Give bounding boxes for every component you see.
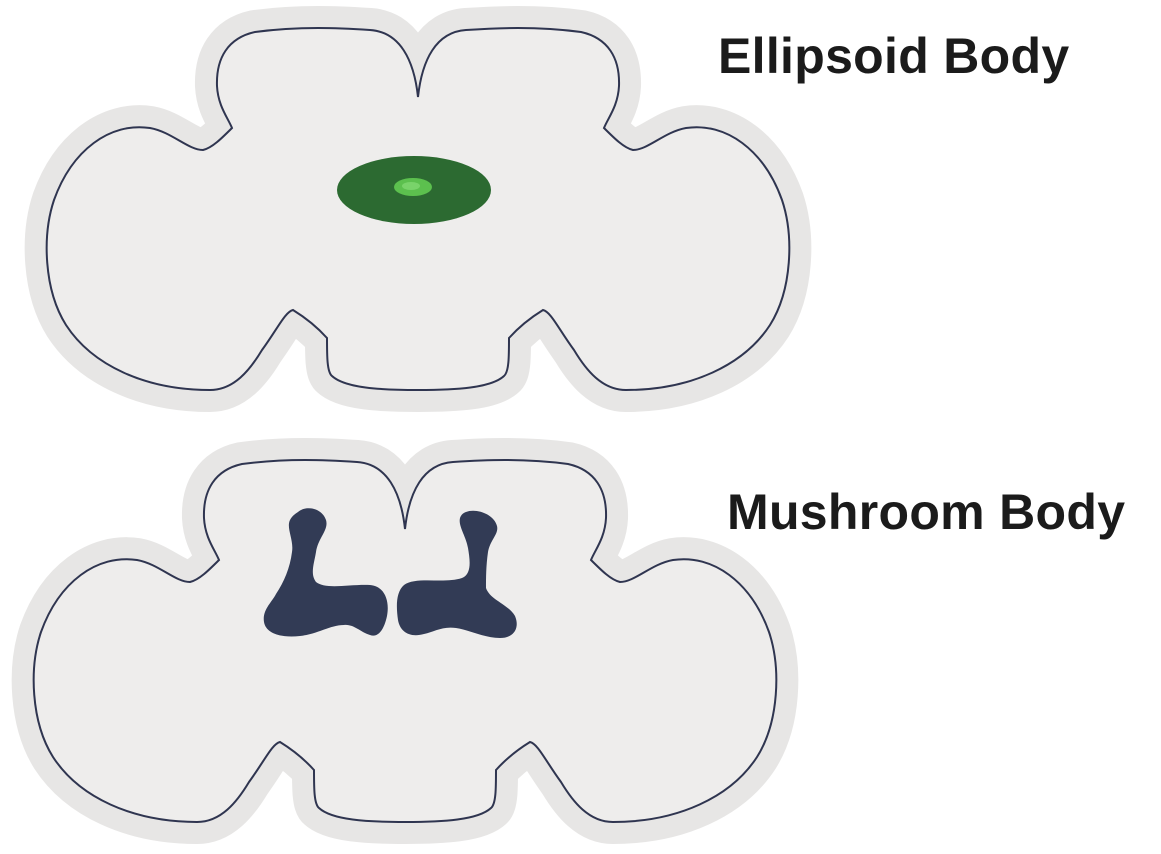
ellipsoid-body <box>337 156 491 224</box>
brain-top <box>47 28 790 390</box>
mushroom-body-label: Mushroom Body <box>727 483 1125 541</box>
ellipsoid-body-core <box>402 182 420 190</box>
brain-bottom <box>34 460 777 822</box>
ellipsoid-body-label: Ellipsoid Body <box>718 27 1069 85</box>
